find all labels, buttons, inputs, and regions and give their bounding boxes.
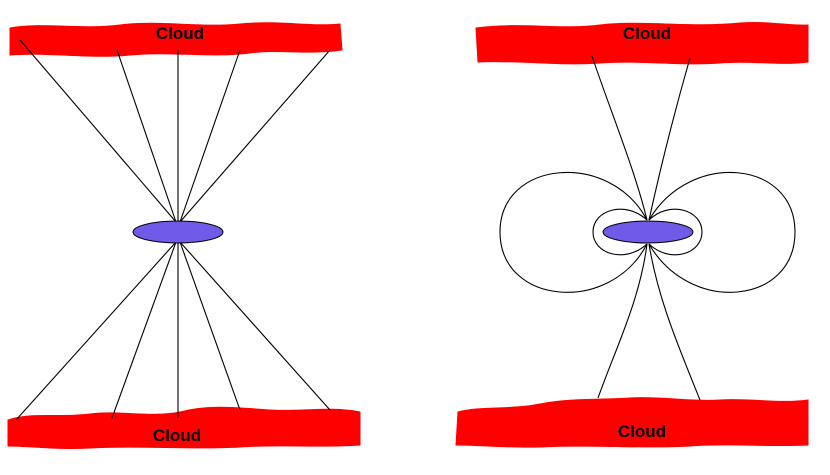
right-disk — [602, 220, 694, 244]
right-field-line-upper-right — [648, 57, 691, 221]
right-top-cloud — [475, 22, 809, 65]
left-field-line-lower-2 — [111, 241, 177, 419]
right-field-loop-small-left — [592, 208, 648, 256]
left-bottom-cloud — [7, 406, 361, 450]
right-field-line-upper-left — [591, 55, 648, 221]
left-field-line-upper-1 — [19, 39, 177, 223]
right-field-loop-large-left — [499, 171, 648, 293]
left-field-line-lower-5 — [179, 241, 331, 411]
left-top-cloud-label: Cloud — [156, 24, 204, 43]
left-disk — [132, 220, 224, 244]
left-panel: Cloud Cloud — [7, 22, 361, 450]
left-top-cloud — [9, 22, 343, 57]
right-field-loop-large-right — [648, 171, 796, 293]
right-top-cloud-label: Cloud — [623, 24, 671, 43]
left-field-line-lower-1 — [15, 241, 177, 421]
left-field-line-upper-2 — [116, 49, 177, 223]
left-field-line-upper-5 — [179, 49, 331, 223]
right-panel: Cloud Cloud — [455, 22, 809, 448]
right-bottom-cloud — [455, 397, 809, 448]
left-bottom-cloud-label: Cloud — [153, 426, 201, 445]
left-field-line-upper-4 — [179, 49, 241, 223]
right-field-line-lower-left — [597, 243, 648, 399]
right-field-loop-small-right — [648, 208, 703, 256]
right-bottom-cloud-label: Cloud — [618, 422, 666, 441]
right-field-line-lower-right — [648, 243, 701, 401]
left-field-line-lower-4 — [179, 241, 241, 411]
